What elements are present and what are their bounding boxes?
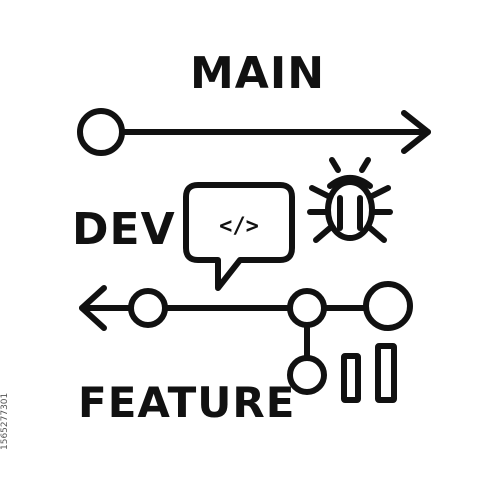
dev-branch-line <box>79 281 413 331</box>
main-arrow-head-icon <box>401 110 431 154</box>
dev-commit-node-2 <box>287 288 327 328</box>
code-bubble-text: </> <box>219 214 259 239</box>
main-commit-node <box>77 108 125 156</box>
main-branch-label: MAIN <box>190 48 326 99</box>
dev-branch-label: DEV <box>72 204 176 255</box>
dev-commit-node-1 <box>128 288 168 328</box>
feature-branch-label: FEATURE <box>78 378 296 427</box>
feature-branch-line <box>287 322 327 395</box>
bug-icon <box>307 157 393 243</box>
dev-commit-node-3 <box>363 281 413 331</box>
main-branch-line <box>77 108 431 156</box>
code-bubble-icon: </> <box>183 182 295 291</box>
bar-chart-icon <box>341 343 397 403</box>
feature-commit-node <box>287 355 327 395</box>
